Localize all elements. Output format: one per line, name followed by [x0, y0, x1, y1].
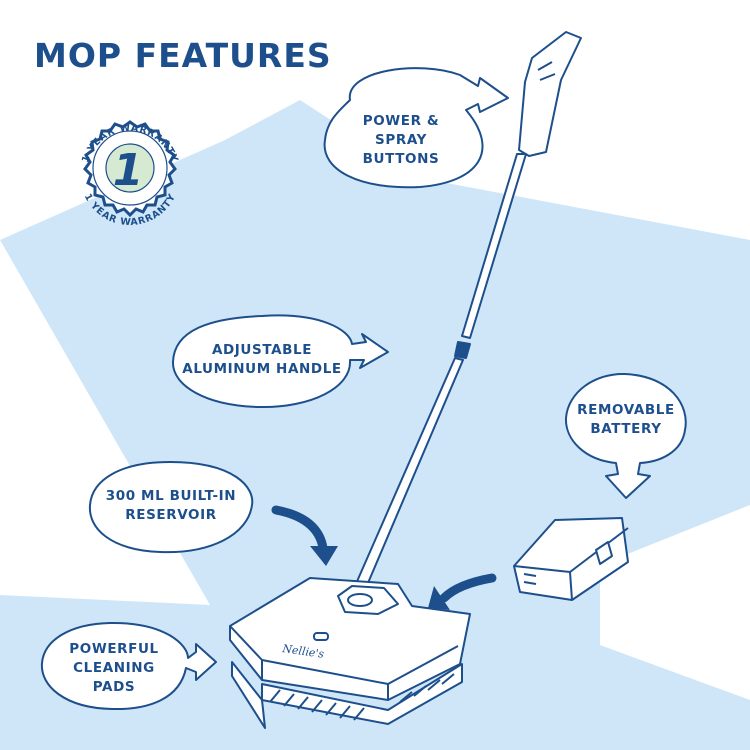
mop-brand-label: Nellie's: [281, 642, 326, 661]
battery-icon: [513, 517, 629, 601]
callout-pads-line-1: POWERFUL: [69, 640, 159, 657]
callout-pads-line-2: CLEANING: [73, 659, 155, 676]
callout-power-spray-line-3: BUTTONS: [362, 150, 440, 167]
bubble-handle: [171, 314, 389, 409]
callout-battery-line-1: REMOVABLE: [577, 402, 675, 418]
warranty-number: 1: [113, 145, 144, 196]
callout-reservoir-line-2: RESERVOIR: [125, 507, 217, 523]
bubble-reservoir: [88, 461, 254, 554]
callout-handle: ADJUSTABLE ALUMINUM HANDLE: [176, 336, 348, 384]
callout-reservoir-line-1: 300 ML BUILT-IN: [105, 488, 237, 504]
callout-handle-line-1: ADJUSTABLE: [211, 342, 313, 358]
bubble-pads: [40, 621, 217, 711]
warranty-badge-icon: [83, 120, 177, 218]
callout-pads: POWERFUL CLEANING PADS: [46, 636, 182, 700]
callout-power-spray-line-1: POWER &: [362, 112, 440, 129]
pad-stripes: [269, 673, 455, 721]
callout-reservoir: 300 ML BUILT-IN RESERVOIR: [92, 482, 250, 530]
callout-power-spray-line-2: SPRAY: [375, 131, 427, 148]
callout-pads-line-3: PADS: [92, 678, 136, 695]
callout-handle-line-2: ALUMINUM HANDLE: [182, 361, 342, 377]
arrow-icon: [271, 505, 497, 610]
callout-battery: REMOVABLE BATTERY: [568, 396, 684, 444]
bubble-battery: [564, 372, 687, 499]
callout-battery-line-2: BATTERY: [590, 421, 662, 437]
bubble-power-spray: [323, 67, 509, 189]
page-title: MOP FEATURES: [34, 36, 332, 75]
mop-icon: [229, 31, 629, 729]
callout-power-spray: POWER & SPRAY BUTTONS: [336, 100, 466, 180]
